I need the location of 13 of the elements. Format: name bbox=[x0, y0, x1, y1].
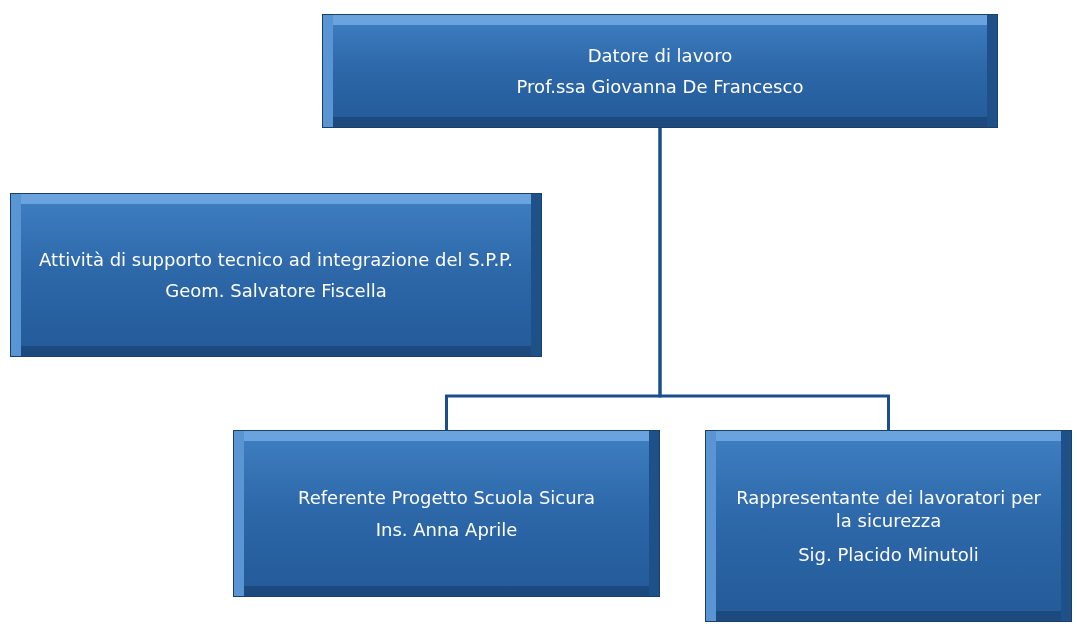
org-box bbox=[705, 430, 1072, 622]
person-name: Ins. Anna Aprile bbox=[375, 517, 518, 541]
person-name: Sig. Placido Minutoli bbox=[798, 542, 979, 567]
person-name: Geom. Salvatore Fiscella bbox=[165, 279, 387, 303]
org-box bbox=[233, 430, 660, 597]
role-title: Rappresentante dei lavoratori per la sicurezza bbox=[735, 485, 1042, 533]
org-box bbox=[322, 14, 998, 128]
role-title: Datore di lavoro bbox=[587, 43, 733, 67]
role-title: Attività di supporto tecnico ad integrazione del S.P.P. bbox=[39, 247, 513, 271]
role-title: Referente Progetto Scuola Sicura bbox=[297, 486, 596, 510]
org-box bbox=[10, 193, 542, 357]
person-name: Prof.ssa Giovanna De Francesco bbox=[516, 75, 804, 99]
connector-line bbox=[658, 128, 890, 430]
